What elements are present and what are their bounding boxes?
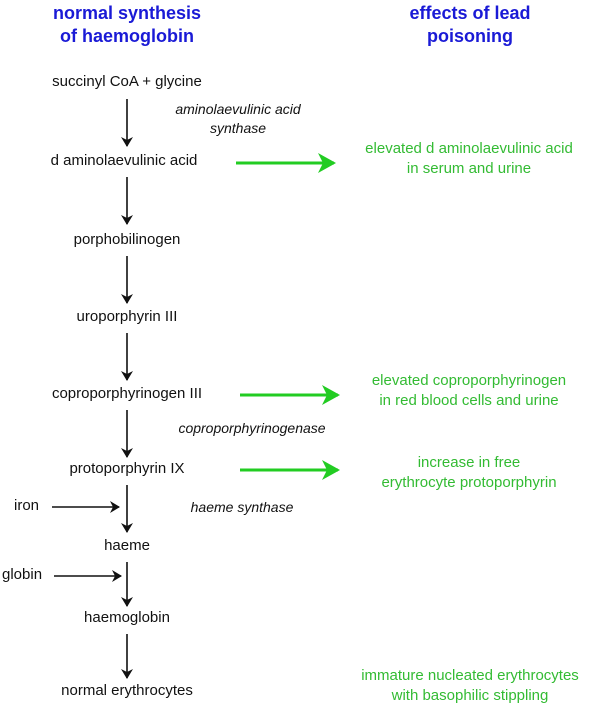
- enzyme-ala-synthase-line-2: synthase: [209, 119, 267, 136]
- effect-elevated-copro-line-2: in red blood cells and urine: [379, 392, 559, 410]
- effect-elevated-ala-line-1: elevated d aminolaevulinic acid: [365, 140, 573, 157]
- effect-elevated-coproporphyrinogen: elevated coproporphyrinogen in red blood…: [372, 371, 566, 412]
- step-coproporphyrinogen-iii: coproporphyrinogen III: [51, 385, 203, 402]
- step-normal-erythrocytes: normal erythrocytes: [61, 682, 193, 699]
- input-iron: iron: [14, 497, 40, 514]
- effect-immature-erythro-line-1: immature nucleated erythrocytes: [361, 667, 579, 684]
- step-succinyl-coa-glycine: succinyl CoA + glycine: [52, 73, 202, 90]
- right-header: effects of lead poisoning: [370, 2, 570, 49]
- step-uroporphyrin-iii: uroporphyrin III: [76, 308, 178, 325]
- right-header-line-1: effects of lead: [409, 3, 531, 23]
- effect-immature-erythro-line-2: with basophilic stippling: [391, 687, 549, 705]
- enzyme-ala-synthase-line-1: aminolaevulinic acid: [175, 101, 301, 117]
- effect-elevated-copro-line-1: elevated coproporphyrinogen: [371, 372, 567, 389]
- step-protoporphyrin-ix: protoporphyrin IX: [69, 460, 185, 477]
- step-porphobilinogen: porphobilinogen: [73, 231, 181, 248]
- left-header: normal synthesis of haemoglobin: [30, 2, 224, 49]
- step-d-aminolaevulinic-acid: d aminolaevulinic acid: [50, 152, 198, 169]
- effect-immature-erythrocytes: immature nucleated erythrocytes with bas…: [361, 666, 579, 707]
- effect-free-proto-line-1: increase in free: [417, 454, 521, 471]
- step-haeme: haeme: [104, 537, 150, 554]
- step-haemoglobin: haemoglobin: [84, 609, 170, 626]
- left-header-line-2: of haemoglobin: [60, 26, 194, 47]
- enzyme-coproporphyrinogenase: coproporphyrinogenase: [178, 420, 326, 436]
- left-header-line-1: normal synthesis: [52, 3, 202, 23]
- effect-free-proto-line-2: erythrocyte protoporphyrin: [381, 474, 557, 492]
- enzyme-haeme-synthase: haeme synthase: [190, 499, 294, 515]
- effect-elevated-ala: elevated d aminolaevulinic acid in serum…: [365, 139, 573, 180]
- enzyme-ala-synthase: aminolaevulinic acid synthase: [175, 100, 300, 138]
- input-globin: globin: [2, 566, 43, 583]
- effect-elevated-ala-line-2: in serum and urine: [406, 160, 532, 178]
- effect-free-protoporphyrin: increase in free erythrocyte protoporphy…: [381, 453, 556, 494]
- right-header-line-2: poisoning: [427, 26, 513, 47]
